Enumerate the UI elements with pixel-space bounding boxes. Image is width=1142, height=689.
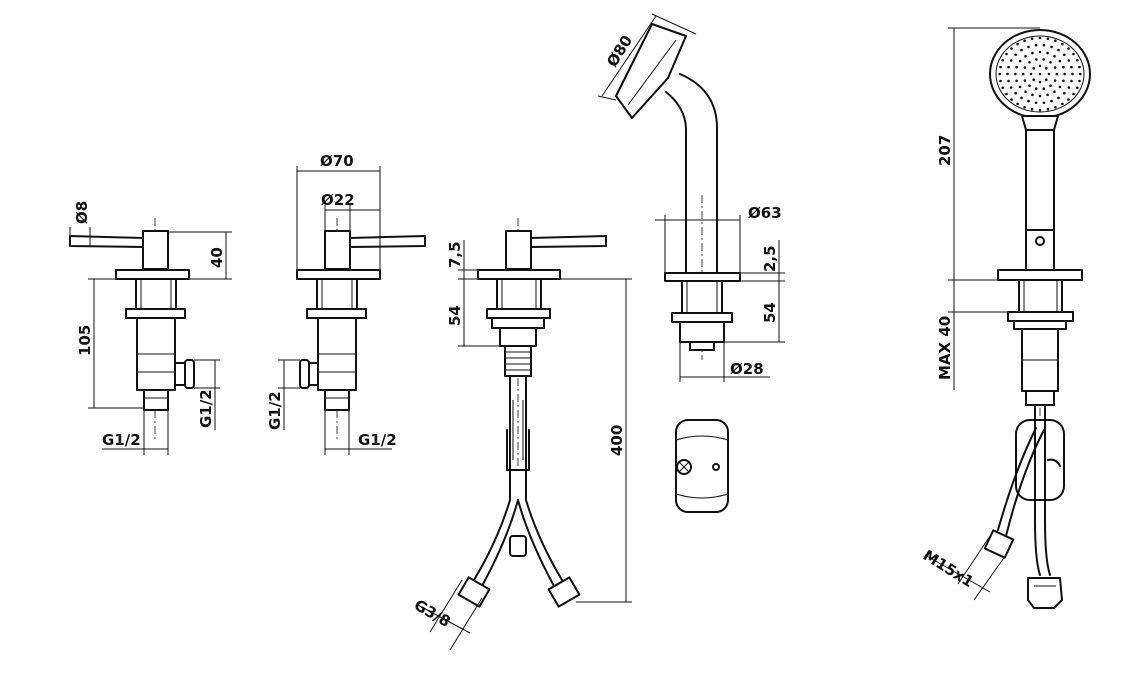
dim-height: 207 — [936, 135, 954, 166]
dim-bottom-thread: G1/2 — [358, 431, 397, 449]
dim-handle-dia: Ø8 — [73, 201, 91, 224]
valve-right: Ø70 Ø22 G1/2 G1/2 — [266, 152, 426, 455]
dim-flange-dia: Ø70 — [320, 152, 354, 170]
dim-side-thread: G1/2 — [266, 391, 284, 430]
dim-body-dia: Ø22 — [321, 191, 355, 209]
hand-shower: 207 MAX 40 M15x1 — [920, 27, 1091, 609]
dim-shank-dia: Ø28 — [730, 360, 764, 378]
dim-body-length: 105 — [76, 325, 94, 356]
shower-nozzles — [998, 36, 1082, 112]
wall-bracket — [675, 419, 729, 513]
dim-handle-height: 7,5 — [446, 241, 464, 268]
dim-hose-length: 400 — [608, 425, 626, 456]
dim-side-thread: G1/2 — [197, 389, 215, 428]
valve-left: Ø8 40 105 G1/2 G1/2 — [69, 201, 232, 455]
dim-bottom-thread: G1/2 — [102, 431, 141, 449]
dim-base-dia: Ø63 — [748, 204, 782, 222]
dim-max-thickness: MAX 40 — [936, 316, 954, 380]
dim-body-length: 54 — [761, 302, 779, 323]
dim-hose-thread: G3/8 — [411, 596, 453, 631]
dim-body-length: 54 — [446, 305, 464, 326]
mixer: 7,5 54 400 G3/8 — [411, 218, 632, 651]
dim-handle-height: 40 — [208, 247, 226, 268]
dim-base-height: 2,5 — [761, 245, 779, 272]
